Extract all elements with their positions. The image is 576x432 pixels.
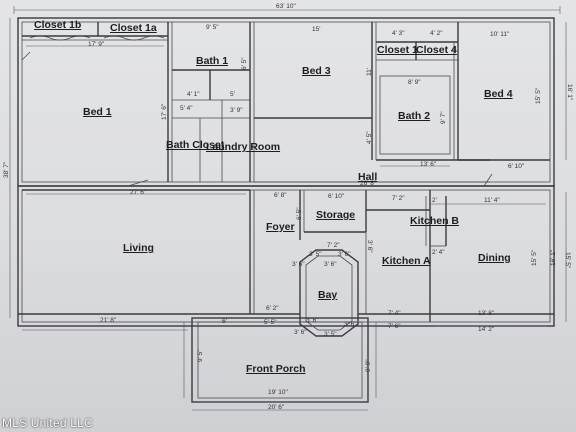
dim-bath1-width: 9' 5" <box>206 24 219 31</box>
dim-bed3-depth: 11' <box>366 68 373 76</box>
dim-porch-left: 9' 5" <box>197 349 204 362</box>
room-storage: Storage <box>316 209 356 221</box>
dim-bay-side3: 6' 2" <box>266 305 279 312</box>
room-bed-4: Bed 4 <box>484 88 513 100</box>
dim-bay-e: 3' 6" <box>306 317 319 324</box>
room-closet-1: Closet 1 <box>377 44 418 56</box>
dim-bed1-width: 17' 9" <box>88 41 105 48</box>
dim-living-bottom: 21' 8" <box>100 317 117 324</box>
room-bath-1: Bath 1 <box>196 55 229 67</box>
dim-bath2-depth2: 4' 5" <box>366 131 373 144</box>
dim-bath2-width: 8' 9" <box>408 79 421 86</box>
dim-storage-b: 7' 2" <box>327 242 340 249</box>
dim-bay-side2: 5' 5" <box>264 319 277 326</box>
dim-bed3-width: 15' <box>312 26 321 33</box>
dim-bay-f: 3' 6" <box>294 329 307 336</box>
room-dining: Dining <box>478 252 511 264</box>
dim-porch-width-outer: 20' 6" <box>268 404 285 411</box>
room-bath-2: Bath 2 <box>398 110 431 122</box>
watermark: MLS United LLC <box>2 416 93 430</box>
dim-kitchen-bottom: 7' 4" <box>388 310 401 317</box>
dim-bay-side: 6' <box>222 318 227 325</box>
dim-bed4-depth: 15' 5" <box>535 87 542 104</box>
dim-living-width: 27' 6" <box>130 189 147 196</box>
dim-bay-h: 3' 6" <box>344 321 357 328</box>
dim-foyer-width: 6' 8" <box>274 192 287 199</box>
dim-dining-bottom: 13' 8" <box>478 310 495 317</box>
dim-kitchen-a-a: 3' 6" <box>366 240 373 253</box>
room-bay: Bay <box>318 289 338 301</box>
dim-storage-width: 6' 10" <box>328 193 345 200</box>
room-laundry-room: Laundry Room <box>206 141 281 153</box>
dim-kitchen-bottom2: 7' 6" <box>388 323 401 330</box>
dim-bath-closet-b: 3' 9" <box>230 107 243 114</box>
room-living: Living <box>123 242 154 254</box>
dim-bed1-depth: 17' 6" <box>161 103 168 120</box>
dim-bath2-depth: 9' 7" <box>440 111 447 124</box>
dim-closet1-width: 4' 3" <box>392 30 405 37</box>
dim-hall-length: 26' 8" <box>360 180 377 187</box>
dim-overall-width: 63' 10" <box>276 3 296 10</box>
dim-dining-bottom2: 14' 2" <box>478 326 495 333</box>
room-hall: Hall <box>358 171 378 183</box>
room-kitchen-a: Kitchen A <box>382 255 431 267</box>
dim-bed4-width: 10' 11" <box>490 31 510 38</box>
dim-hall-right: 6' 10" <box>508 163 525 170</box>
room-closet-4: Closet 4 <box>416 44 457 56</box>
room-bath-closet: Bath Closet <box>166 139 225 151</box>
dim-closet4-width: 4' 2" <box>430 30 443 37</box>
dim-bay-b: 3' 5" <box>309 251 322 258</box>
dim-bay-c: 3' 6" <box>324 261 337 268</box>
dim-overall-depth-right: 16' 1" <box>566 84 573 101</box>
dim-porch-right: 9' 9" <box>365 359 372 372</box>
dim-kitchen-b-width: 7' 2" <box>392 195 405 202</box>
dim-kitchen-a-b: 2' 4" <box>432 249 445 256</box>
dim-bath1-depth: 6' 5" <box>241 57 248 70</box>
dim-bath-closet-a: 5' 4" <box>180 105 193 112</box>
dim-bay-a: 3' 6" <box>292 261 305 268</box>
dim-bay-g: 3' 5" <box>324 331 337 338</box>
room-closet-1a: Closet 1a <box>110 22 157 34</box>
dim-dining-width: 11' 4" <box>484 197 500 204</box>
dim-porch-width: 19' 10" <box>268 389 288 396</box>
room-front-porch: Front Porch <box>246 363 306 375</box>
dim-bay-d: 3' 6" <box>338 251 351 258</box>
dim-dining-right: 16' 1" <box>550 249 557 266</box>
dim-bath1-b: 5' <box>230 91 235 98</box>
dim-bath1-a: 4' 1" <box>187 91 200 98</box>
dim-dining-depth: 15' 5" <box>531 249 538 266</box>
dim-kitchen-b-small: 2' <box>432 197 437 204</box>
room-bed-3: Bed 3 <box>302 65 331 77</box>
dim-bed4-lower: 13' 6" <box>420 161 437 168</box>
room-bed-1: Bed 1 <box>83 106 112 118</box>
dim-dining-right2: 15' 5" <box>564 252 571 269</box>
room-kitchen-b: Kitchen B <box>410 215 460 227</box>
dim-overall-depth-left: 38' 7" <box>3 161 10 178</box>
room-closet-1b: Closet 1b <box>34 19 82 31</box>
room-foyer: Foyer <box>266 221 295 233</box>
dim-storage-depth: 6' 5" <box>296 207 303 220</box>
